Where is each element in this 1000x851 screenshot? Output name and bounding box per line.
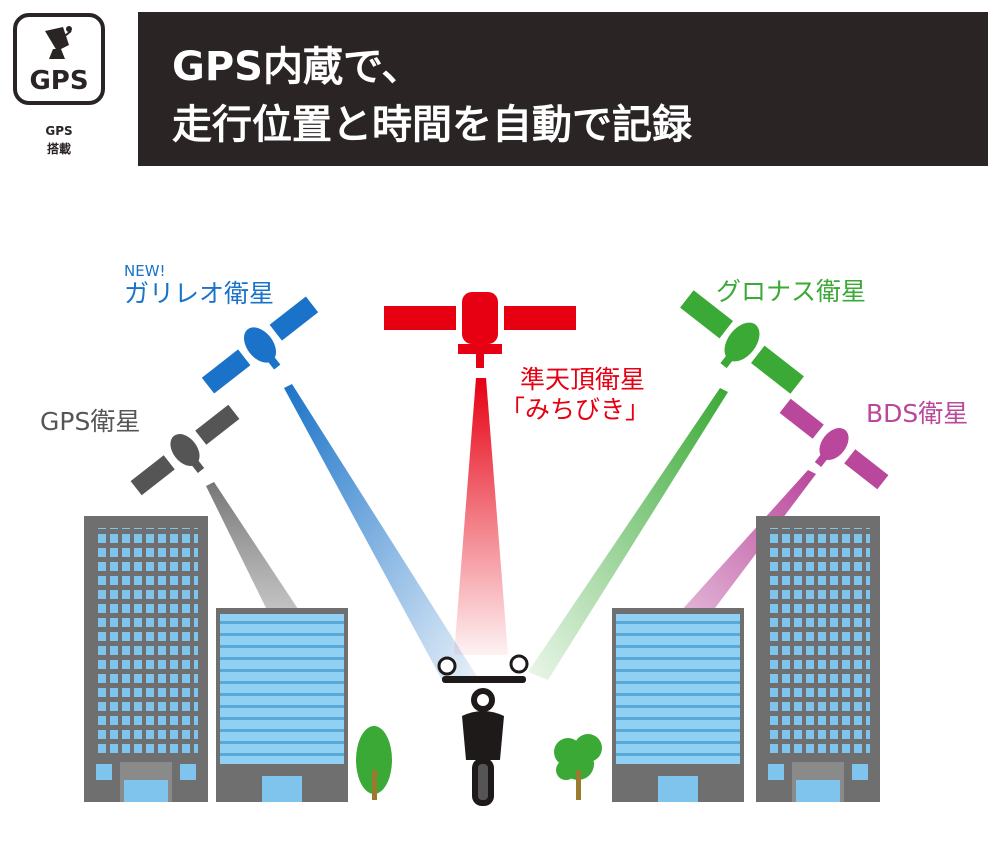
glonass-beam bbox=[528, 388, 728, 680]
bds-label: BDS衛星 bbox=[866, 399, 969, 428]
badge-gps-text: GPS bbox=[29, 66, 89, 96]
galileo-new-label: NEW! bbox=[124, 262, 166, 280]
building-right-glass bbox=[612, 608, 744, 802]
qzss-beam bbox=[454, 378, 508, 655]
motorcycle-icon bbox=[437, 654, 529, 806]
building-left-glass bbox=[216, 608, 348, 802]
header-title-line1: GPS内蔵で、 bbox=[172, 44, 422, 90]
galileo-satellite-icon bbox=[201, 296, 319, 394]
header-title-line2: 走行位置と時間を自動で記録 bbox=[172, 102, 692, 148]
galileo-name: ガリレオ衛星 bbox=[124, 279, 275, 308]
galileo-label: NEW! ガリレオ衛星 bbox=[124, 262, 274, 308]
qzss-satellite-icon bbox=[384, 292, 576, 368]
bds-satellite-icon bbox=[779, 398, 889, 490]
tree-left bbox=[356, 726, 392, 800]
qzss-label-line1: 準天頂衛星 bbox=[520, 365, 646, 394]
building-left-tall bbox=[84, 516, 208, 802]
galileo-beam bbox=[284, 384, 478, 680]
glonass-label: グロナス衛星 bbox=[716, 277, 867, 306]
tree-right bbox=[554, 734, 602, 800]
qzss-label-line2: 「みちびき」 bbox=[500, 395, 651, 424]
gps-satellite-icon bbox=[130, 404, 240, 496]
building-right-tall bbox=[756, 516, 880, 802]
glonass-satellite-icon bbox=[680, 290, 804, 394]
gps-badge: GPS bbox=[13, 13, 105, 105]
satellite-dish-icon bbox=[45, 26, 72, 59]
bds-beam bbox=[680, 470, 816, 612]
gps-beam bbox=[206, 482, 300, 612]
badge-caption-line1: GPS bbox=[45, 124, 73, 138]
badge-caption-line2: 搭載 bbox=[46, 142, 71, 156]
satellite-scene bbox=[84, 290, 889, 806]
header-banner: GPS内蔵で、 走行位置と時間を自動で記録 bbox=[138, 12, 988, 166]
gps-satellite-label: GPS衛星 bbox=[40, 407, 141, 436]
